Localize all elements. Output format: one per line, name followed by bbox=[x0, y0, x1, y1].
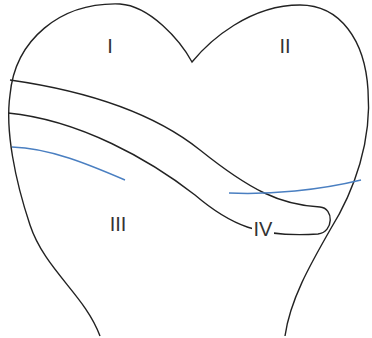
region-label: I bbox=[105, 36, 115, 56]
blue-line bbox=[229, 180, 361, 193]
region-label: III bbox=[108, 214, 129, 234]
region-label: IV bbox=[252, 219, 275, 239]
region-label: II bbox=[277, 36, 292, 56]
blue-line bbox=[12, 147, 125, 180]
tooth-outline bbox=[9, 4, 369, 336]
band-outline bbox=[8, 80, 330, 235]
